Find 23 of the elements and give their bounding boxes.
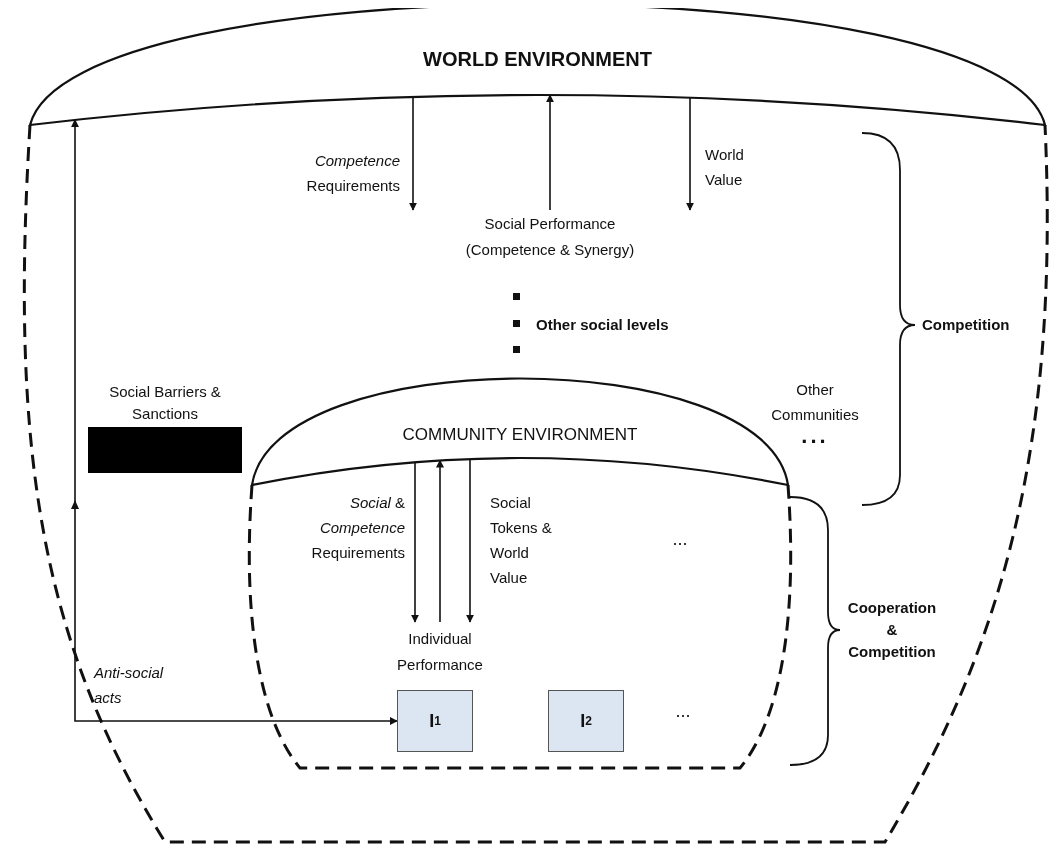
barrier-label: Social Barriers & Sanctions (108, 382, 222, 424)
performance-label: Individual Performance (370, 622, 510, 682)
edge-label: Social Tokens & World Value (490, 493, 553, 588)
note-label: Competition (922, 315, 1011, 335)
note-label: Cooperation & Competition (846, 598, 938, 662)
edge-label: World Value (705, 145, 745, 190)
arrow (546, 94, 554, 211)
performance-label: Social Performance (Competence & Synergy) (400, 210, 700, 264)
arrow (686, 96, 694, 211)
edge-label: Competence Requirements (305, 151, 400, 196)
ellipsis-mark: ... (674, 700, 692, 722)
ellipsis-mark: ... (671, 528, 689, 550)
arrow (466, 458, 474, 623)
environment-heading: COMMUNITY ENVIRONMENT (401, 425, 639, 445)
arrow (436, 459, 444, 623)
ellipsis-mark: ... (800, 423, 830, 449)
note-label: Other Communities (770, 380, 860, 425)
arrow (409, 96, 417, 211)
edge-label: Anti-social acts (94, 663, 165, 708)
note-label: Other social levels (536, 315, 670, 335)
environment-heading: WORLD ENVIRONMENT (422, 48, 653, 71)
arrow (411, 461, 419, 623)
edge-label: Social & Competence Requirements (310, 493, 405, 563)
